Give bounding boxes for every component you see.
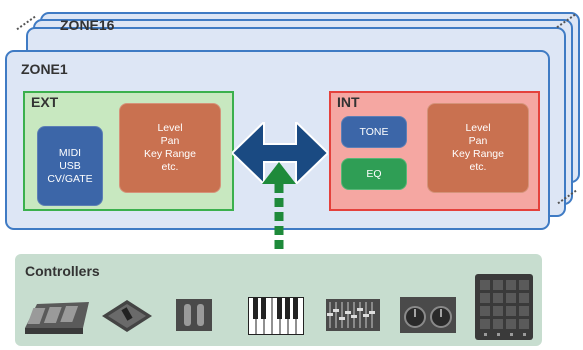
keyboard-icon: [248, 297, 304, 335]
ext-source-line: USB: [59, 159, 81, 172]
tone-label: TONE: [359, 125, 389, 138]
int-panel: INT TONE EQ Level Pan Key Range etc.: [329, 91, 540, 211]
zone1-title: ZONE1: [21, 61, 68, 77]
ext-source-line: MIDI: [58, 146, 82, 159]
pitch-bend-lever-icon: [102, 300, 152, 332]
eq-box: EQ: [341, 158, 407, 190]
ext-params-line: Level: [157, 122, 183, 134]
controllers-title: Controllers: [25, 263, 100, 279]
ext-source-box: MIDI USB CV/GATE: [37, 126, 103, 206]
ext-params-box: Level Pan Key Range etc.: [119, 103, 221, 193]
zone16-title: ZONE16: [60, 17, 115, 33]
ext-params-line: Key Range: [144, 148, 196, 160]
ext-panel: EXT MIDI USB CV/GATE Level Pan Key Range…: [23, 91, 234, 211]
int-params-line: Level: [465, 122, 491, 134]
eq-label: EQ: [366, 167, 382, 180]
int-params-line: Pan: [468, 135, 488, 147]
int-params-line: etc.: [469, 161, 487, 173]
pad-grid-icon: [475, 274, 533, 340]
tone-box: TONE: [341, 116, 407, 148]
knobs-icon: [400, 297, 456, 333]
ext-params-line: etc.: [161, 161, 179, 173]
ext-params-line: Pan: [160, 135, 180, 147]
ext-title: EXT: [31, 94, 59, 110]
bidirectional-arrow: [232, 122, 328, 184]
ext-source-line: CV/GATE: [47, 172, 93, 185]
pedal-unit-icon: [25, 302, 89, 334]
int-params-box: Level Pan Key Range etc.: [427, 103, 529, 193]
controllers-panel: Controllers: [15, 254, 542, 346]
int-params-line: Key Range: [452, 148, 504, 160]
sliders-icon: [326, 299, 380, 331]
int-title: INT: [337, 94, 360, 110]
wheels-icon: [176, 299, 212, 331]
